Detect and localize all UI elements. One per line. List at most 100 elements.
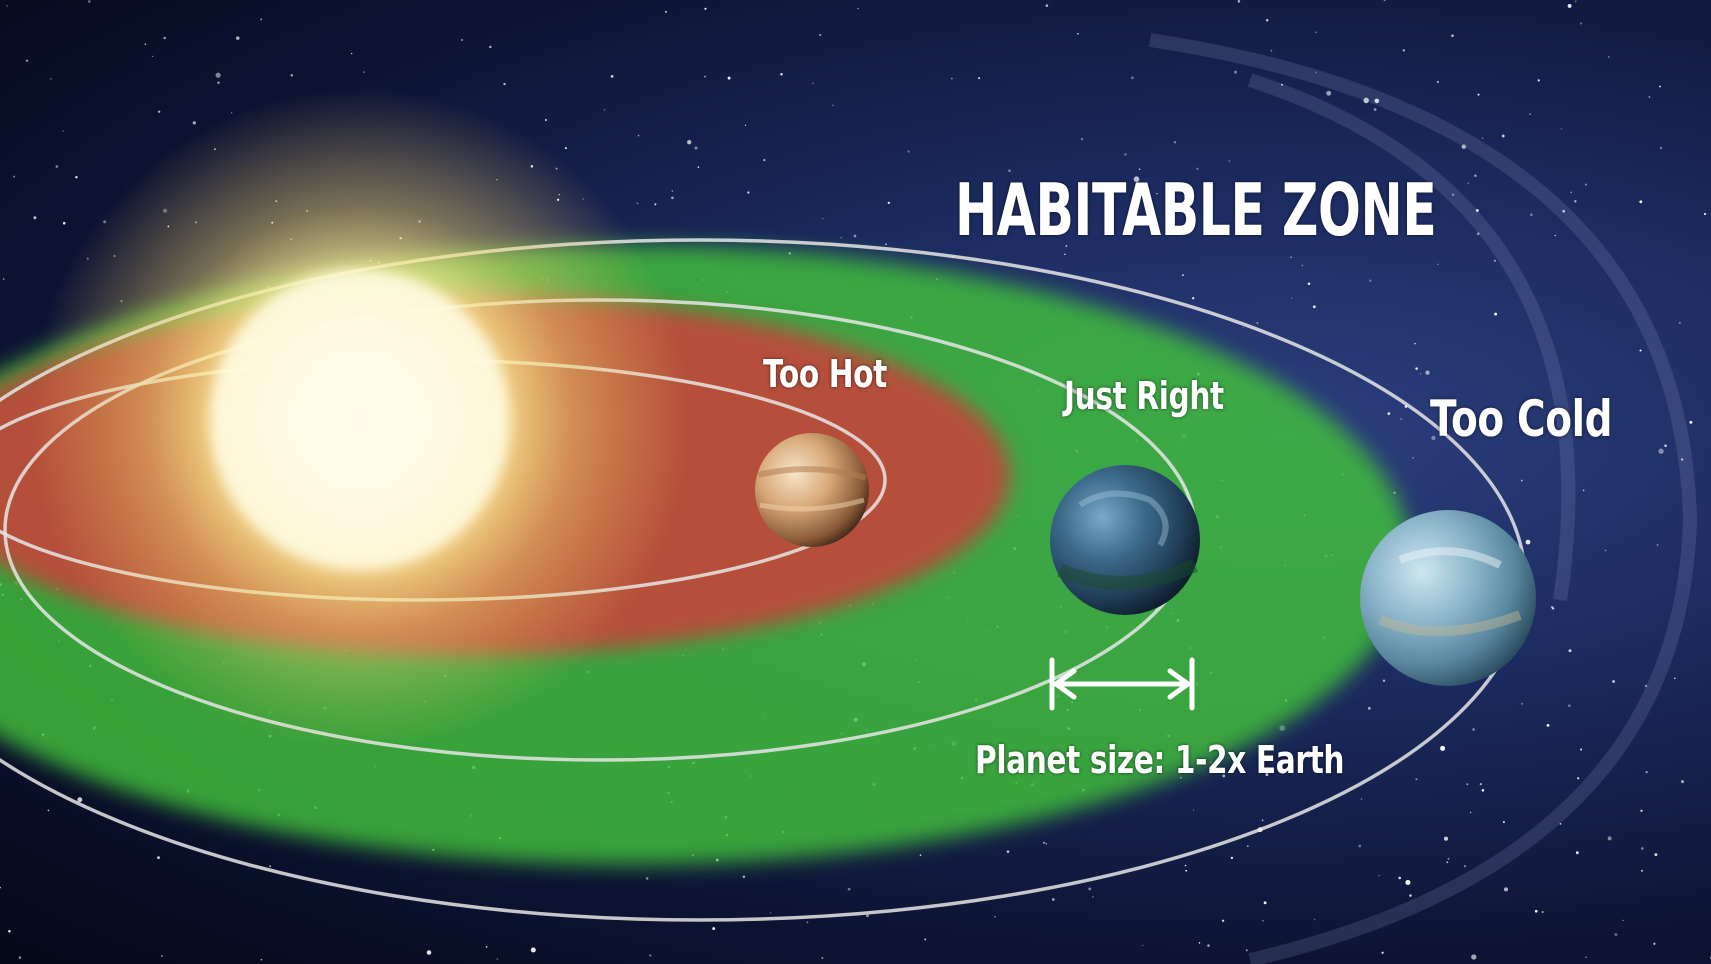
star-dot [727,76,731,80]
star-dot [1551,607,1555,610]
star-dot [1326,90,1332,96]
star-dot [1493,259,1496,262]
star-dot [1077,33,1079,35]
star-dot [1582,489,1585,492]
star-dot [544,118,547,122]
star-dot [649,954,652,957]
star-dot [1383,0,1386,2]
star-dot [1183,195,1187,198]
star-dot [157,856,160,860]
star-dot [1436,263,1439,266]
star-dot [712,927,716,931]
star-dot [1398,876,1402,880]
star-dot [1470,811,1472,814]
star-dot [1185,869,1188,872]
star-dot [496,958,498,960]
star-dot [1436,80,1440,84]
star-dot [1471,954,1477,960]
star-dot [1640,809,1643,813]
star-dot [1207,944,1210,947]
star-dot [215,72,221,78]
star-dot [1138,168,1141,170]
star-dot [50,78,52,80]
star-dot [610,75,614,78]
size-indicator-right-arrowhead [1167,668,1193,700]
star-dot [704,7,707,10]
star-dot [1270,49,1273,52]
star-dot [1446,861,1449,864]
star-dot [1374,98,1380,104]
star-dot [1281,83,1284,86]
star-dot [231,112,233,114]
star-dot [1182,274,1184,276]
star-dot [1192,297,1195,300]
star-dot [1064,253,1066,256]
star-dot [1180,776,1182,779]
star-dot [780,73,783,76]
star-dot [704,75,706,78]
star-dot [1314,71,1317,74]
star-dot [47,809,50,812]
planet-too-hot [755,433,869,547]
star-dot [163,36,166,40]
star-dot [1409,894,1412,897]
star-dot [770,912,772,914]
star-dot [636,202,639,205]
star-dot [637,134,640,137]
star-dot [1530,213,1533,217]
star-dot [1184,864,1187,867]
star-dot [151,55,154,58]
star-dot [1656,544,1659,546]
star-dot [489,45,492,49]
star-dot [363,71,365,73]
star-dot [1222,774,1226,778]
star-dot [603,108,606,111]
star-dot [1301,264,1304,267]
planet-size-indicator [1049,657,1195,711]
star-dot [697,166,700,168]
star-dot [1008,169,1011,172]
star-dot [1639,200,1643,204]
planet-too-cold [1360,510,1536,686]
star-dot [1279,725,1285,731]
outer-swirl-arcs [1148,33,1698,964]
star-dot [1658,448,1664,454]
star-dot [1502,821,1505,824]
star-dot [1228,160,1231,162]
star-dot [812,82,814,85]
star-dot [1546,724,1550,727]
star-dot [236,36,240,40]
star-dot [1051,898,1055,901]
star-dot [1315,31,1317,33]
star-dot [1567,3,1572,8]
star-dot [1520,479,1523,482]
star-dot [919,854,922,857]
star-dot [1265,773,1269,776]
star-dot [832,104,834,107]
star-dot [1645,770,1648,774]
star-dot [1415,778,1418,781]
star-dot [1479,782,1482,786]
star-dot [1142,944,1144,946]
star-dot [819,34,822,36]
star-dot [645,877,649,880]
star-dot [840,236,843,239]
star-dot [1065,244,1068,247]
star-dot [671,196,674,200]
star-dot [1124,153,1127,156]
star-dot [1307,282,1311,286]
star-dot [1451,34,1454,38]
star-dot [13,175,16,178]
zone-label-too-cold: Too Cold [1430,390,1613,448]
star-dot [1414,342,1416,345]
star-dot [1221,919,1225,922]
star-dot [1230,856,1234,860]
star-dot [1367,706,1371,710]
star-dot [1443,836,1449,841]
star-dot [744,124,747,126]
star-dot [1372,193,1375,196]
star-dot [1452,193,1455,196]
star-dot [1405,879,1411,886]
star-dot [485,946,488,948]
star-dot [1554,234,1556,237]
